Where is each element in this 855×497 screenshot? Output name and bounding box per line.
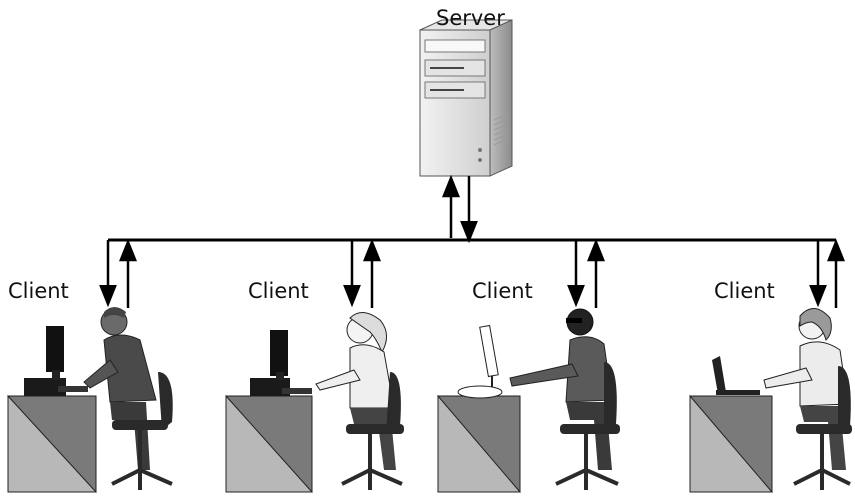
person-icon [509,308,613,470]
person-icon [315,312,396,470]
desk-icon [437,394,522,493]
client-4-arrows [809,238,845,308]
client-1-label: Client [8,279,69,303]
person-icon [83,307,157,470]
client-1-workstation-icon [7,307,173,493]
server-icon [419,19,513,177]
desk-icon [689,394,774,493]
client-1-arrows [99,238,137,308]
client-3-arrows [567,238,605,308]
client-2-arrows [343,238,381,308]
chair-icon [793,366,852,490]
client-2-workstation-icon [225,312,404,493]
client-2-label: Client [248,279,309,303]
client-3-workstation-icon [437,308,620,493]
desk-icon [7,394,98,493]
chair-icon [111,372,173,490]
client-4-workstation-icon [689,308,852,493]
person-icon [763,308,849,470]
client-3-label: Client [472,279,533,303]
chair-icon [555,362,620,490]
client-4-label: Client [714,279,775,303]
desk-icon [225,394,314,493]
server-label: Server [436,6,505,30]
chair-icon [341,372,404,490]
